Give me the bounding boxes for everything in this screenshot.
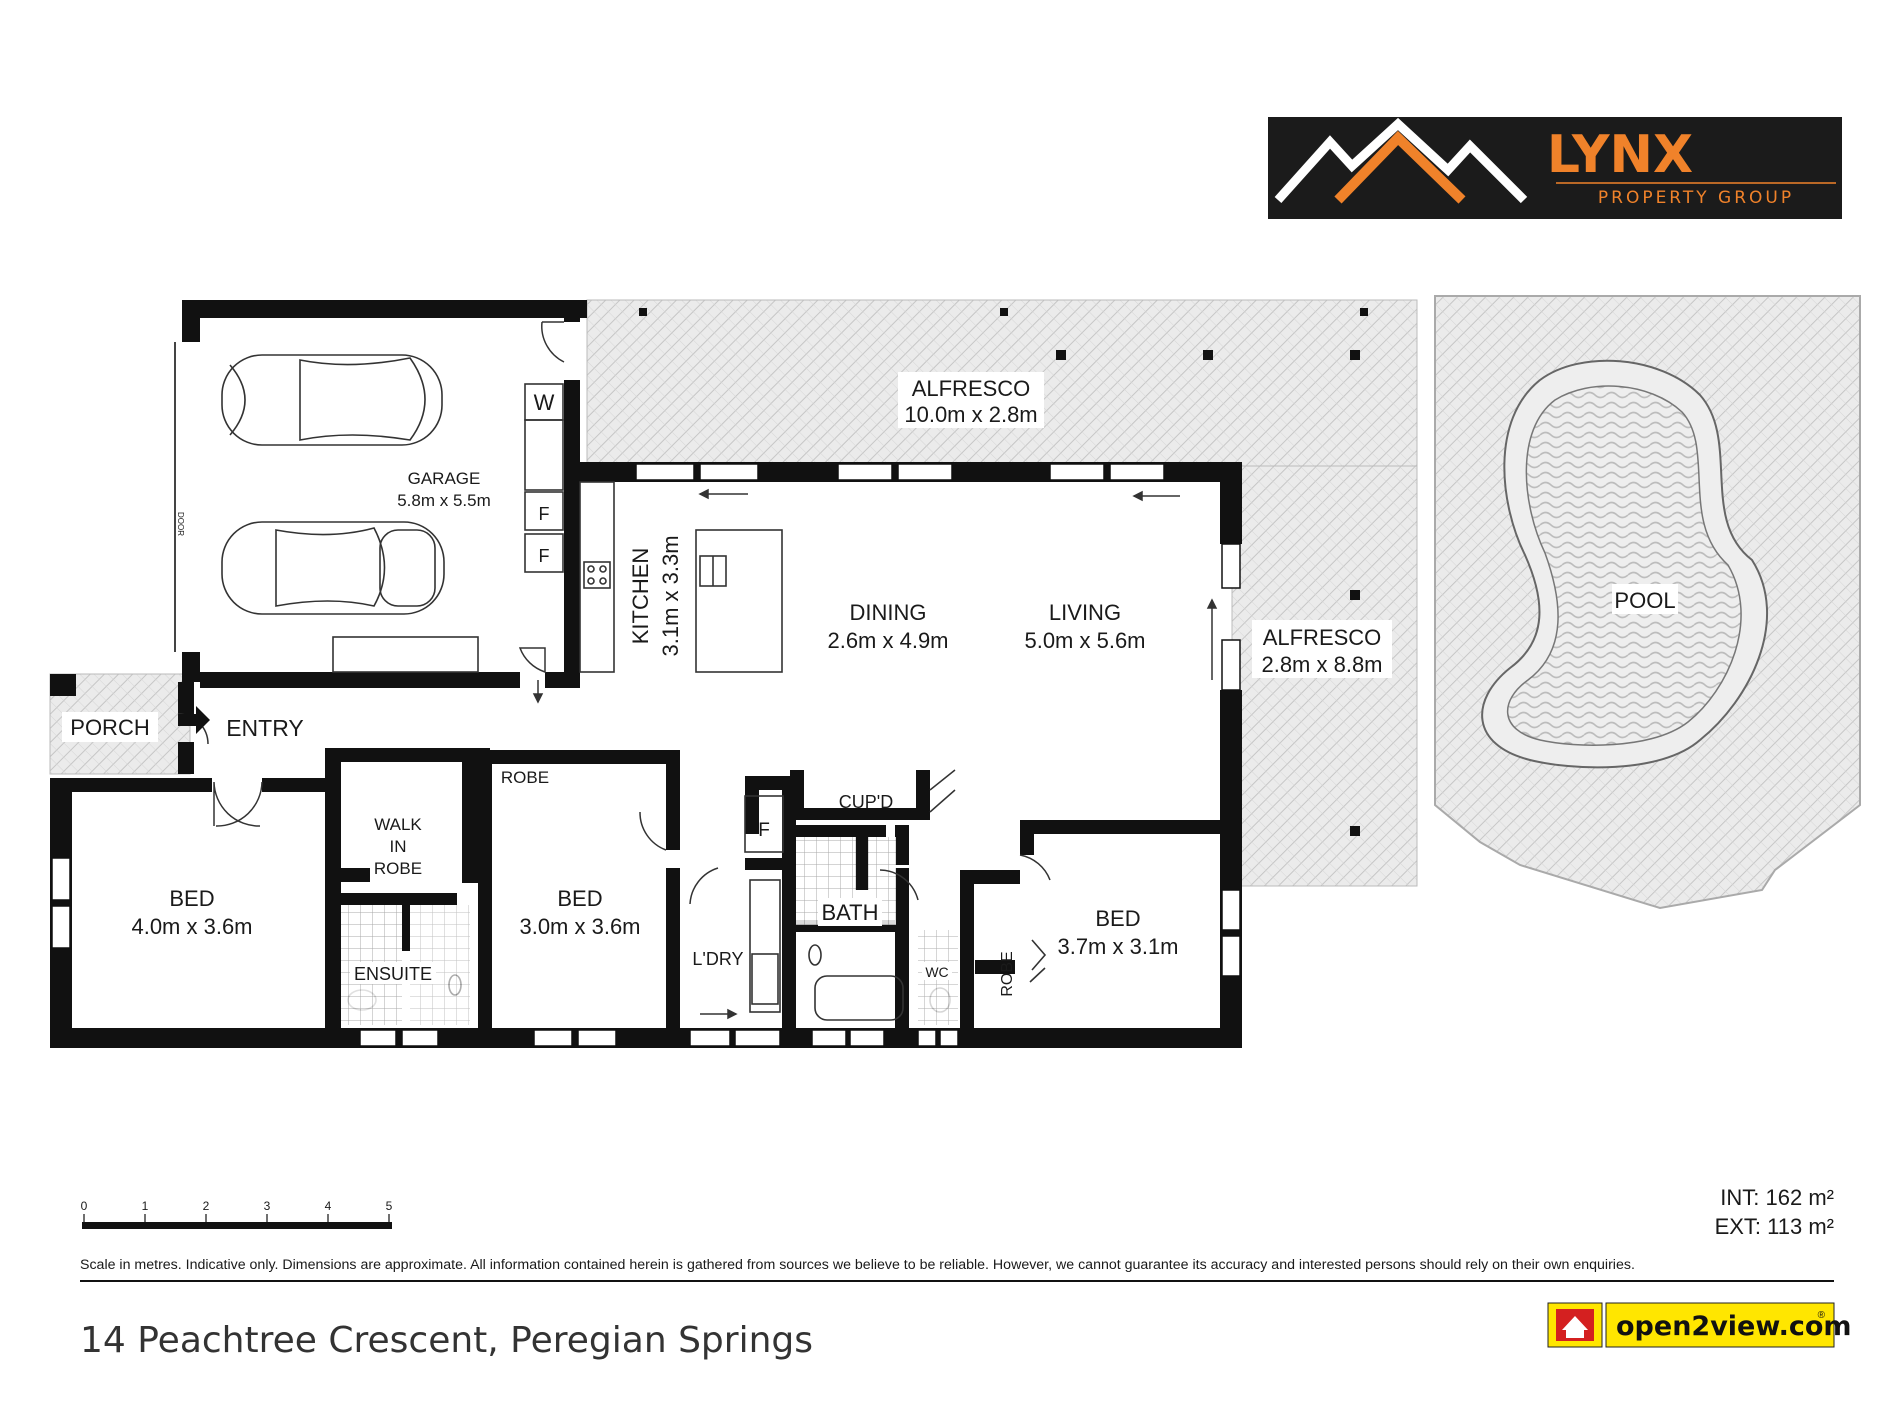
garage-name: GARAGE <box>408 469 481 488</box>
laundry-name: L'DRY <box>692 949 743 969</box>
disclaimer: Scale in metres. Indicative only. Dimens… <box>80 1257 1635 1273</box>
windows <box>51 463 1241 1047</box>
bed2-dim: 3.0m x 3.6m <box>519 914 640 939</box>
scale-tick-2: 2 <box>203 1199 210 1213</box>
dining-dim: 2.6m x 4.9m <box>827 628 948 653</box>
roofline-icon <box>1274 117 1528 204</box>
fridge-name: F <box>758 820 770 841</box>
alfresco-side-dim: 2.8m x 8.8m <box>1261 652 1382 677</box>
bed1-name: BED <box>169 886 214 911</box>
ensuite-name: ENSUITE <box>354 964 432 984</box>
garage-f1: F <box>539 504 550 524</box>
garage-dim: 5.8m x 5.5m <box>397 491 491 510</box>
wir-line1: WALK <box>374 815 422 834</box>
brand-tagline: PROPERTY GROUP <box>1598 188 1794 208</box>
scale-tick-3: 3 <box>264 1199 271 1213</box>
pool-name: POOL <box>1614 588 1675 613</box>
living-name: LIVING <box>1049 600 1121 625</box>
partner-mark: ® <box>1818 1310 1826 1321</box>
int-area: INT: 162 m² <box>1720 1185 1834 1210</box>
scale-tick-0: 0 <box>81 1199 88 1213</box>
garage-door-label: DOOR <box>176 512 185 536</box>
slide-arrows <box>532 488 1218 1020</box>
bath-name: BATH <box>821 900 878 925</box>
alfresco-top-dim: 10.0m x 2.8m <box>904 402 1037 427</box>
bed1-dim: 4.0m x 3.6m <box>131 914 252 939</box>
porch-name: PORCH <box>70 715 149 740</box>
robe-top-name: ROBE <box>501 768 549 787</box>
garage-w: W <box>534 390 555 415</box>
scale-tick-5: 5 <box>386 1199 393 1213</box>
dining-name: DINING <box>850 600 927 625</box>
scale-tick-4: 4 <box>325 1199 332 1213</box>
car-icon <box>221 354 445 615</box>
wir-line2: IN <box>390 837 407 856</box>
lynx-logo: LYNX PROPERTY GROUP <box>1268 117 1842 219</box>
wc-name: WC <box>925 964 948 980</box>
entry-name: ENTRY <box>226 715 304 741</box>
kitchen-name: KITCHEN <box>628 548 653 645</box>
bed2-name: BED <box>557 886 602 911</box>
walls <box>50 300 1242 1048</box>
brand-name: LYNX <box>1547 125 1693 185</box>
cupd-name: CUP'D <box>839 792 893 812</box>
entry-arrow-icon <box>178 706 210 734</box>
robe-side-name: ROBE <box>999 951 1016 996</box>
partner-name: open2view.com <box>1616 1311 1852 1342</box>
alfresco-top-name: ALFRESCO <box>912 376 1031 401</box>
scale-bar: 0 1 2 3 4 5 <box>81 1199 393 1229</box>
scale-tick-1: 1 <box>142 1199 149 1213</box>
bed3-name: BED <box>1095 906 1140 931</box>
ext-area: EXT: 113 m² <box>1715 1214 1834 1239</box>
area-summary: INT: 162 m² EXT: 113 m² <box>1715 1185 1834 1239</box>
room-labels: GARAGE 5.8m x 5.5m W F F ALFRESCO 10.0m … <box>62 372 1678 997</box>
kitchen-dim: 3.1m x 3.3m <box>658 535 683 656</box>
garage-f2: F <box>539 546 550 566</box>
address: 14 Peachtree Crescent, Peregian Springs <box>80 1320 813 1361</box>
bed3-dim: 3.7m x 3.1m <box>1057 934 1178 959</box>
living-dim: 5.0m x 5.6m <box>1024 628 1145 653</box>
alfresco-posts <box>639 308 1368 836</box>
alfresco-side-name: ALFRESCO <box>1263 625 1382 650</box>
open2view-logo: open2view.com ® <box>1547 1302 1852 1348</box>
pool <box>1481 359 1769 769</box>
wir-line3: ROBE <box>374 859 422 878</box>
house-icon <box>1562 1316 1588 1338</box>
